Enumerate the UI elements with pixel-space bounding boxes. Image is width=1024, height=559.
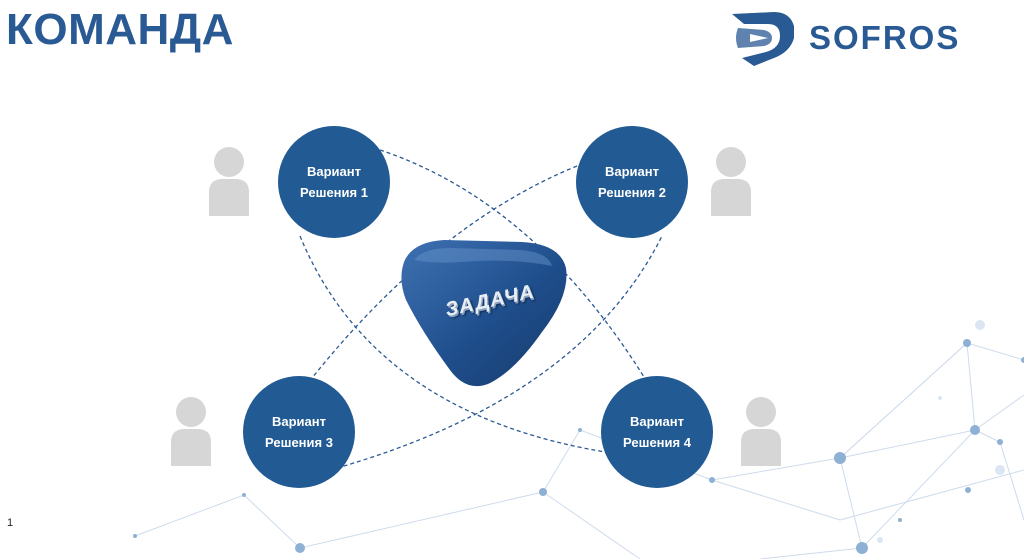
- node-label-line1: Вариант: [271, 414, 326, 429]
- node-label-line1: Вариант: [306, 164, 361, 179]
- task-shape: [401, 240, 567, 387]
- sofros-logo-icon: [732, 12, 794, 66]
- node-label-line2: Решения 1: [300, 185, 368, 200]
- person-icon: [171, 397, 211, 466]
- person-icon: [711, 147, 751, 216]
- page-title: КОМАНДА: [6, 5, 234, 54]
- solution-node-2: Вариант Решения 2: [576, 126, 688, 238]
- node-label-line1: Вариант: [604, 164, 659, 179]
- page-number: 1: [7, 517, 14, 529]
- solution-node-4: Вариант Решения 4: [601, 376, 713, 488]
- node-label-line1: Вариант: [629, 414, 684, 429]
- logo-text: SOFROS: [809, 19, 961, 56]
- node-label-line2: Решения 2: [598, 185, 666, 200]
- person-icon: [209, 147, 249, 216]
- sofros-logo: SOFROS: [724, 8, 974, 68]
- solution-node-1: Вариант Решения 1: [278, 126, 390, 238]
- node-label-line2: Решения 4: [623, 435, 691, 450]
- person-icon: [741, 397, 781, 466]
- solution-node-3: Вариант Решения 3: [243, 376, 355, 488]
- node-label-line2: Решения 3: [265, 435, 333, 450]
